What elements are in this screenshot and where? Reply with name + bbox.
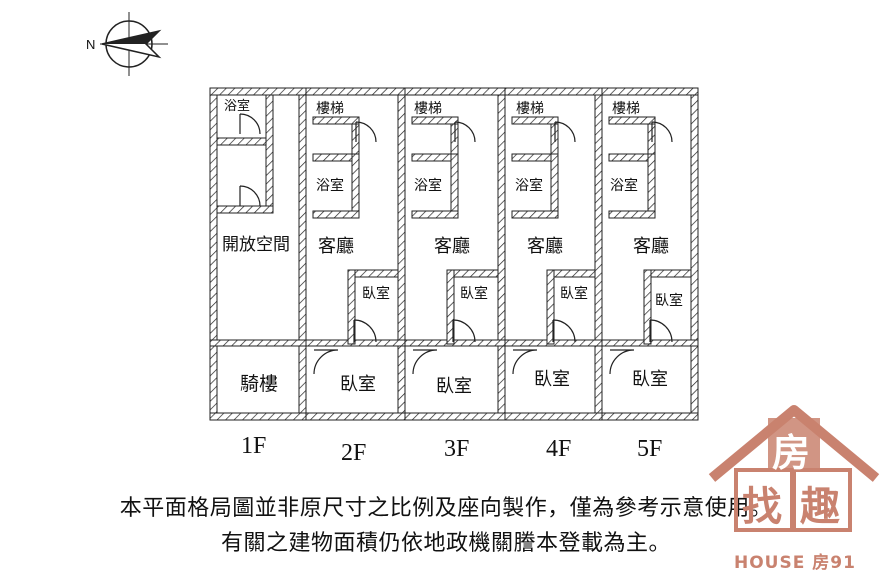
room-label-2f-bedroom-front: 臥室 bbox=[340, 374, 376, 395]
wall-3f-bed-left bbox=[446, 269, 455, 345]
room-label-3f-bedroom-small: 臥室 bbox=[460, 285, 488, 302]
floor-label-3f: 3F bbox=[444, 436, 470, 462]
door-icon bbox=[452, 319, 476, 343]
logo-brand: HOUSE 房91 bbox=[734, 553, 856, 573]
wall-2f-bath-right bbox=[351, 153, 360, 219]
floor-label-4f: 4F bbox=[546, 436, 572, 462]
wall-1f-bath-bottom bbox=[216, 205, 274, 214]
wall-3f-stairs-bottom bbox=[411, 116, 459, 125]
wall-4f-bath-bottom bbox=[511, 210, 559, 219]
room-label-1f-arcade: 騎樓 bbox=[240, 373, 278, 395]
door-icon bbox=[239, 185, 261, 207]
wall-4f-stairs-bottom bbox=[511, 116, 559, 125]
wall-1f-bath-right bbox=[265, 94, 274, 214]
wall-2f-bed-left bbox=[347, 269, 356, 345]
wall-1f-top bbox=[209, 87, 307, 96]
room-label-3f-bath: 浴室 bbox=[414, 177, 442, 194]
room-label-2f-living: 客廳 bbox=[318, 236, 354, 257]
wall-3f-bath-bottom bbox=[411, 210, 459, 219]
room-label-5f-bedroom-small: 臥室 bbox=[655, 292, 683, 309]
door-icon bbox=[412, 349, 438, 375]
wall-2f-right bbox=[397, 87, 406, 421]
room-label-3f-bedroom-front: 臥室 bbox=[436, 376, 472, 397]
wall-1f-left bbox=[209, 87, 218, 421]
wall-4f-right bbox=[594, 87, 603, 421]
floor-label-5f: 5F bbox=[637, 436, 663, 462]
wall-4f-bed-left bbox=[546, 269, 555, 345]
room-label-5f-bath: 浴室 bbox=[610, 177, 638, 194]
logo-char-right: 趣 bbox=[800, 484, 840, 530]
floor-label-2f: 2F bbox=[341, 440, 367, 466]
compass-icon: N bbox=[86, 12, 168, 76]
door-icon bbox=[609, 349, 635, 375]
door-icon bbox=[512, 349, 538, 375]
room-label-4f-stairs: 樓梯 bbox=[516, 101, 544, 117]
room-label-4f-bedroom-front: 臥室 bbox=[534, 369, 570, 390]
wall-3f-mid bbox=[404, 339, 506, 347]
door-icon bbox=[313, 349, 339, 375]
room-label-4f-living: 客廳 bbox=[527, 236, 563, 257]
wall-3f-bottom bbox=[404, 412, 506, 421]
wall-4f-bottom bbox=[504, 412, 603, 421]
door-icon bbox=[554, 121, 576, 143]
wall-2f-bottom bbox=[305, 412, 406, 421]
door-icon bbox=[239, 113, 261, 135]
room-label-4f-bedroom-small: 臥室 bbox=[560, 285, 588, 302]
room-label-2f-bath: 浴室 bbox=[316, 177, 344, 194]
wall-1f-bottom bbox=[209, 412, 307, 421]
wall-5f-bath-bottom bbox=[608, 210, 656, 219]
wall-1f-bath-div bbox=[216, 137, 274, 146]
wall-1f-mid bbox=[209, 339, 307, 347]
disclaimer-line-1: 本平面格局圖並非原尺寸之比例及座向製作，僅為參考示意使用。 bbox=[119, 496, 773, 521]
wall-3f-top bbox=[404, 87, 506, 96]
room-label-5f-living: 客廳 bbox=[633, 236, 669, 257]
wall-5f-bath-right bbox=[647, 153, 656, 219]
room-label-3f-living: 客廳 bbox=[434, 236, 470, 257]
wall-1f-right bbox=[298, 87, 307, 421]
wall-5f-bottom bbox=[601, 412, 699, 421]
wall-2f-bath-bottom bbox=[312, 210, 360, 219]
door-icon bbox=[454, 121, 476, 143]
room-label-2f-stairs: 樓梯 bbox=[316, 101, 344, 117]
wall-5f-bed-left bbox=[643, 269, 652, 345]
wall-4f-top bbox=[504, 87, 603, 96]
wall-4f-bath-right bbox=[550, 153, 559, 219]
door-icon bbox=[552, 319, 576, 343]
floor-label-1f: 1F bbox=[241, 433, 267, 459]
door-icon bbox=[651, 121, 673, 143]
disclaimer-line-2: 有關之建物面積仍依地政機關謄本登載為主。 bbox=[220, 531, 671, 556]
wall-5f-stairs-bottom bbox=[608, 116, 656, 125]
wall-2f-stairs-bottom bbox=[312, 116, 360, 125]
compass-north-letter: N bbox=[86, 37, 95, 52]
wall-2f-top bbox=[305, 87, 406, 96]
door-icon bbox=[649, 319, 673, 343]
wall-3f-right bbox=[497, 87, 506, 421]
house91-logo bbox=[706, 404, 882, 580]
door-icon bbox=[355, 121, 377, 143]
room-label-1f-bath: 浴室 bbox=[224, 98, 250, 114]
door-icon bbox=[353, 319, 377, 343]
logo-char-top: 房 bbox=[772, 431, 811, 475]
room-label-5f-bedroom-front: 臥室 bbox=[632, 369, 668, 390]
room-label-1f-open-space: 開放空間 bbox=[222, 235, 290, 255]
room-label-2f-bedroom-small: 臥室 bbox=[362, 285, 390, 302]
wall-5f-top bbox=[601, 87, 699, 96]
room-label-5f-stairs: 樓梯 bbox=[612, 101, 640, 117]
wall-3f-bed-top bbox=[446, 269, 499, 278]
room-label-4f-bath: 浴室 bbox=[515, 177, 543, 194]
wall-3f-bath-right bbox=[450, 153, 459, 219]
room-label-3f-stairs: 樓梯 bbox=[414, 101, 442, 117]
logo-char-left: 找 bbox=[742, 484, 782, 530]
wall-5f-right bbox=[690, 87, 699, 421]
